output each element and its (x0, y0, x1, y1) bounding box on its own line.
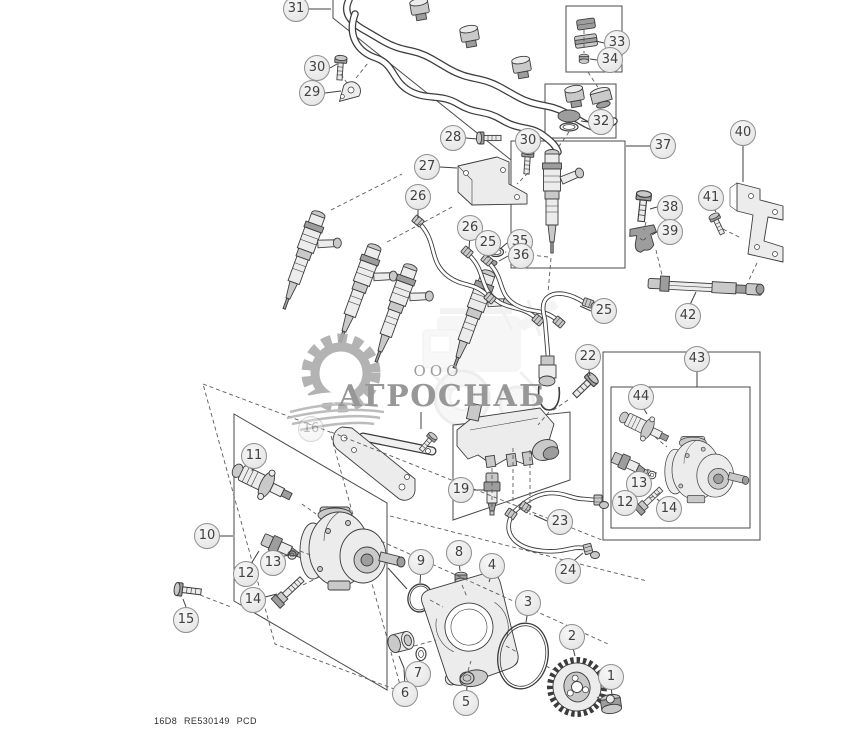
callout-14[interactable]: 14 (656, 496, 682, 522)
callout-43[interactable]: 43 (684, 346, 710, 372)
callout-34[interactable]: 34 (597, 47, 623, 73)
bracket-40 (729, 182, 784, 263)
watermark-gear-icon (286, 333, 385, 432)
callout-32[interactable]: 32 (588, 109, 614, 135)
callout-30-2[interactable]: 30 (515, 128, 541, 154)
front-cover-4 (421, 572, 519, 688)
callout-38[interactable]: 38 (657, 195, 683, 221)
callout-19[interactable]: 19 (448, 477, 474, 503)
callout-15[interactable]: 15 (173, 607, 199, 633)
callout-31[interactable]: 31 (283, 0, 309, 22)
callout-13[interactable]: 13 (626, 471, 652, 497)
nut-34 (578, 53, 590, 64)
callout-44[interactable]: 44 (628, 384, 654, 410)
clamp-29 (338, 81, 361, 102)
callout-40[interactable]: 40 (730, 120, 756, 146)
clip-39 (629, 224, 657, 253)
callout-12-2[interactable]: 12 (233, 561, 259, 587)
callout-41[interactable]: 41 (698, 185, 724, 211)
group-boxes (202, 0, 761, 693)
callout-37[interactable]: 37 (650, 133, 676, 159)
callout-24[interactable]: 24 (555, 558, 581, 584)
callout-8[interactable]: 8 (446, 540, 472, 566)
seal-5 (459, 671, 475, 685)
pipe-23 (504, 490, 609, 521)
callout-1[interactable]: 1 (598, 664, 624, 690)
callout-28[interactable]: 28 (440, 125, 466, 151)
callout-30[interactable]: 30 (304, 55, 330, 81)
callout-16[interactable]: 16 (298, 416, 324, 442)
callout-27[interactable]: 27 (414, 154, 440, 180)
watermark-company-name: АГРОСНАБ (338, 379, 547, 414)
seal-32 (557, 109, 581, 132)
nut-1 (599, 693, 623, 715)
pipe-24 (506, 516, 600, 559)
callout-9[interactable]: 9 (408, 549, 434, 575)
washer-7 (415, 646, 427, 662)
callout-10[interactable]: 10 (194, 523, 220, 549)
callout-29[interactable]: 29 (299, 80, 325, 106)
fuel-rail (343, 0, 618, 156)
callout-39[interactable]: 39 (657, 219, 683, 245)
callout-42[interactable]: 42 (675, 303, 701, 329)
callout-2[interactable]: 2 (559, 624, 585, 650)
bracket-27 (457, 156, 528, 206)
callout-6[interactable]: 6 (392, 681, 418, 707)
callout-5[interactable]: 5 (453, 690, 479, 716)
callout-13-2[interactable]: 13 (260, 550, 286, 576)
callout-22[interactable]: 22 (575, 344, 601, 370)
figure-id: 16D8 RE530149 PCD (154, 716, 257, 726)
callout-26[interactable]: 26 (405, 184, 431, 210)
callout-3[interactable]: 3 (515, 590, 541, 616)
callout-14-2[interactable]: 14 (240, 587, 266, 613)
callout-25[interactable]: 25 (475, 230, 501, 256)
callout-12[interactable]: 12 (612, 490, 638, 516)
watermark-company-prefix: ООО (413, 362, 463, 380)
callout-25-2[interactable]: 25 (591, 298, 617, 324)
callout-23[interactable]: 23 (547, 509, 573, 535)
callout-4[interactable]: 4 (479, 553, 505, 579)
plug-6 (387, 631, 415, 653)
oring-3 (497, 622, 549, 690)
sensor-42 (647, 275, 765, 296)
callout-11[interactable]: 11 (241, 443, 267, 469)
callout-36[interactable]: 36 (508, 243, 534, 269)
clip-33 (574, 17, 598, 49)
